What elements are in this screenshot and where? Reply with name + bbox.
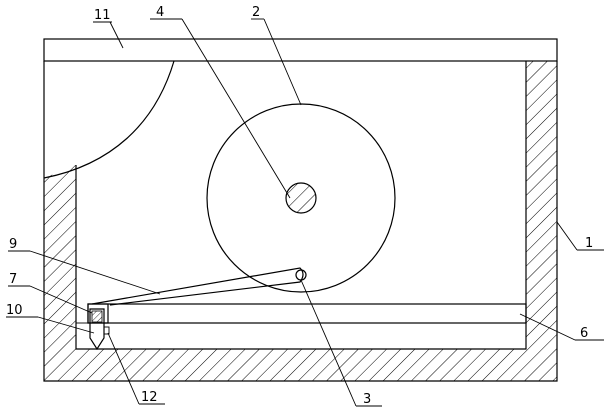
label-2: 2: [252, 5, 260, 20]
label-11: 11: [94, 8, 111, 23]
pivot-pin: [295, 269, 307, 281]
lever-arm: [91, 267, 304, 306]
leader-lines: [6, 18, 604, 407]
top-plate: [43, 38, 558, 62]
label-3: 3: [363, 392, 371, 407]
label-4: 4: [156, 5, 164, 20]
shaft: [285, 182, 317, 214]
slider-block: [87, 303, 109, 324]
slide-rail: [76, 303, 527, 324]
housing: [43, 61, 558, 382]
locking-pin: [89, 308, 110, 351]
label-6: 6: [580, 326, 588, 341]
label-1: 1: [585, 236, 593, 251]
curved-panel: [43, 60, 175, 179]
label-12: 12: [141, 390, 158, 405]
label-10: 10: [6, 303, 23, 318]
label-7: 7: [9, 272, 17, 287]
label-9: 9: [9, 237, 17, 252]
